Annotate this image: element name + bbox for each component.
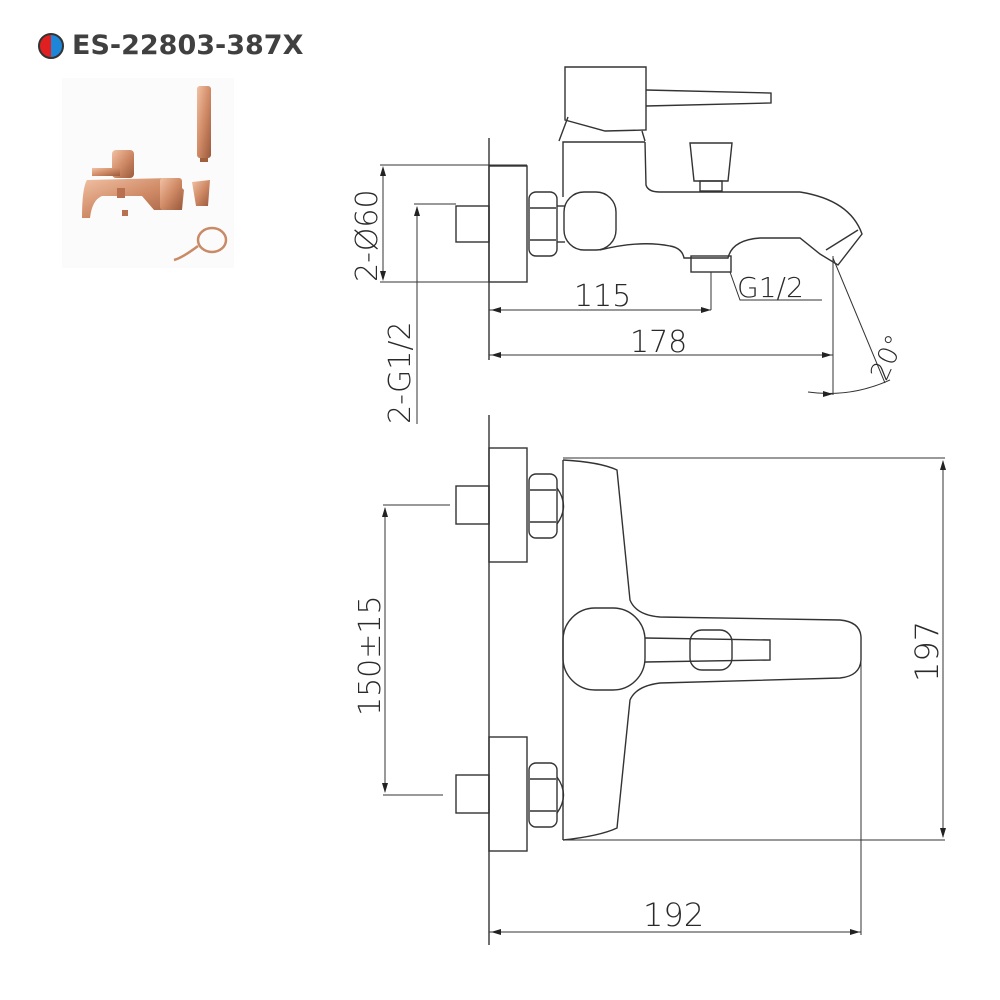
model-code: ES-22803-387X	[72, 30, 304, 61]
outlet-thread-label: G1/2	[737, 271, 804, 304]
hand-shower-icon	[197, 86, 211, 162]
outlet-offset-label: 115	[574, 279, 631, 314]
model-header: ES-22803-387X	[38, 30, 303, 61]
shower-holder-icon	[192, 180, 210, 206]
hot-cold-indicator-icon	[38, 32, 64, 59]
shower-hose-icon	[173, 226, 228, 262]
total-projection-label: 178	[630, 325, 687, 360]
inlet-thread-label: 2-G1/2	[383, 321, 418, 424]
body-width-label: 197	[908, 621, 946, 682]
spout-angle-label: 20°	[865, 331, 911, 385]
mixer-icon	[82, 150, 184, 218]
total-depth-label: 192	[643, 896, 704, 934]
product-photo	[62, 78, 234, 268]
inlet-spacing-label: 150±15	[353, 595, 388, 716]
pipe-diameter-label: 2-Ø60	[350, 189, 385, 282]
